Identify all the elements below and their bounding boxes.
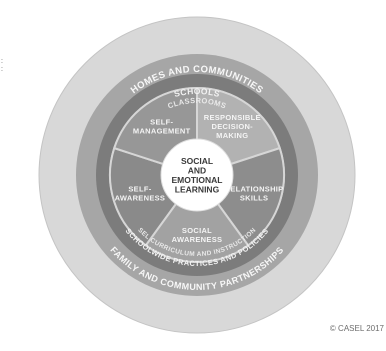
schools-ring-top-label: SCHOOLS: [173, 86, 221, 99]
segment-label-line: MANAGEMENT: [133, 126, 191, 135]
segment-label-line: RELATIONSHIP: [225, 185, 284, 194]
segment-label-line: SELF-: [150, 117, 173, 126]
segment-label-line: AWARENESS: [115, 194, 166, 203]
segment-label-line: AWARENESS: [172, 235, 223, 244]
segment-label-line: MAKING: [216, 131, 248, 140]
segment-social-awareness: [144, 173, 250, 263]
segment-label-line: RESPONSIBLE: [204, 113, 261, 122]
copyright-label: © CASEL 2017: [329, 324, 384, 333]
sel-center-circle: [160, 138, 234, 212]
center-label-line: SOCIAL: [181, 156, 213, 166]
center-label-line: AND: [188, 165, 206, 175]
center-label-line: EMOTIONAL: [172, 175, 223, 185]
left-edge-marks: ::: [1, 58, 3, 73]
segment-label-line: DECISION-: [212, 122, 254, 131]
segment-label-self-management: SELF-MANAGEMENT: [133, 117, 191, 135]
svg-text:SCHOOLS: SCHOOLS: [173, 86, 221, 99]
segment-label-line: SKILLS: [240, 194, 268, 203]
center-label-line: LEARNING: [175, 184, 220, 194]
segment-label-line: SOCIAL: [182, 226, 212, 235]
segment-label-line: SELF-: [128, 185, 151, 194]
segment-label-self-awareness: SELF-AWARENESS: [115, 185, 166, 203]
